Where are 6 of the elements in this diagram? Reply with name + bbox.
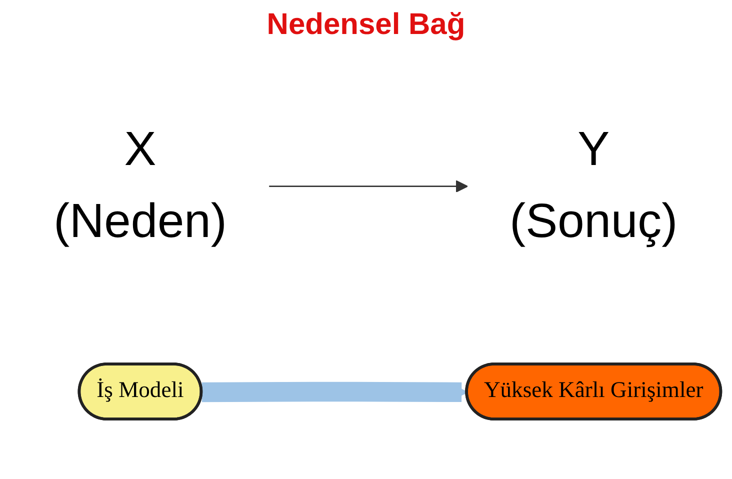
node-label: (Sonuç)	[510, 194, 678, 248]
node-label: (Neden)	[54, 194, 227, 248]
node-text: X	[124, 122, 156, 176]
arrow	[269, 180, 468, 192]
diagram-title: Nedensel Bağ	[266, 8, 466, 42]
node-text: Y	[578, 122, 610, 176]
